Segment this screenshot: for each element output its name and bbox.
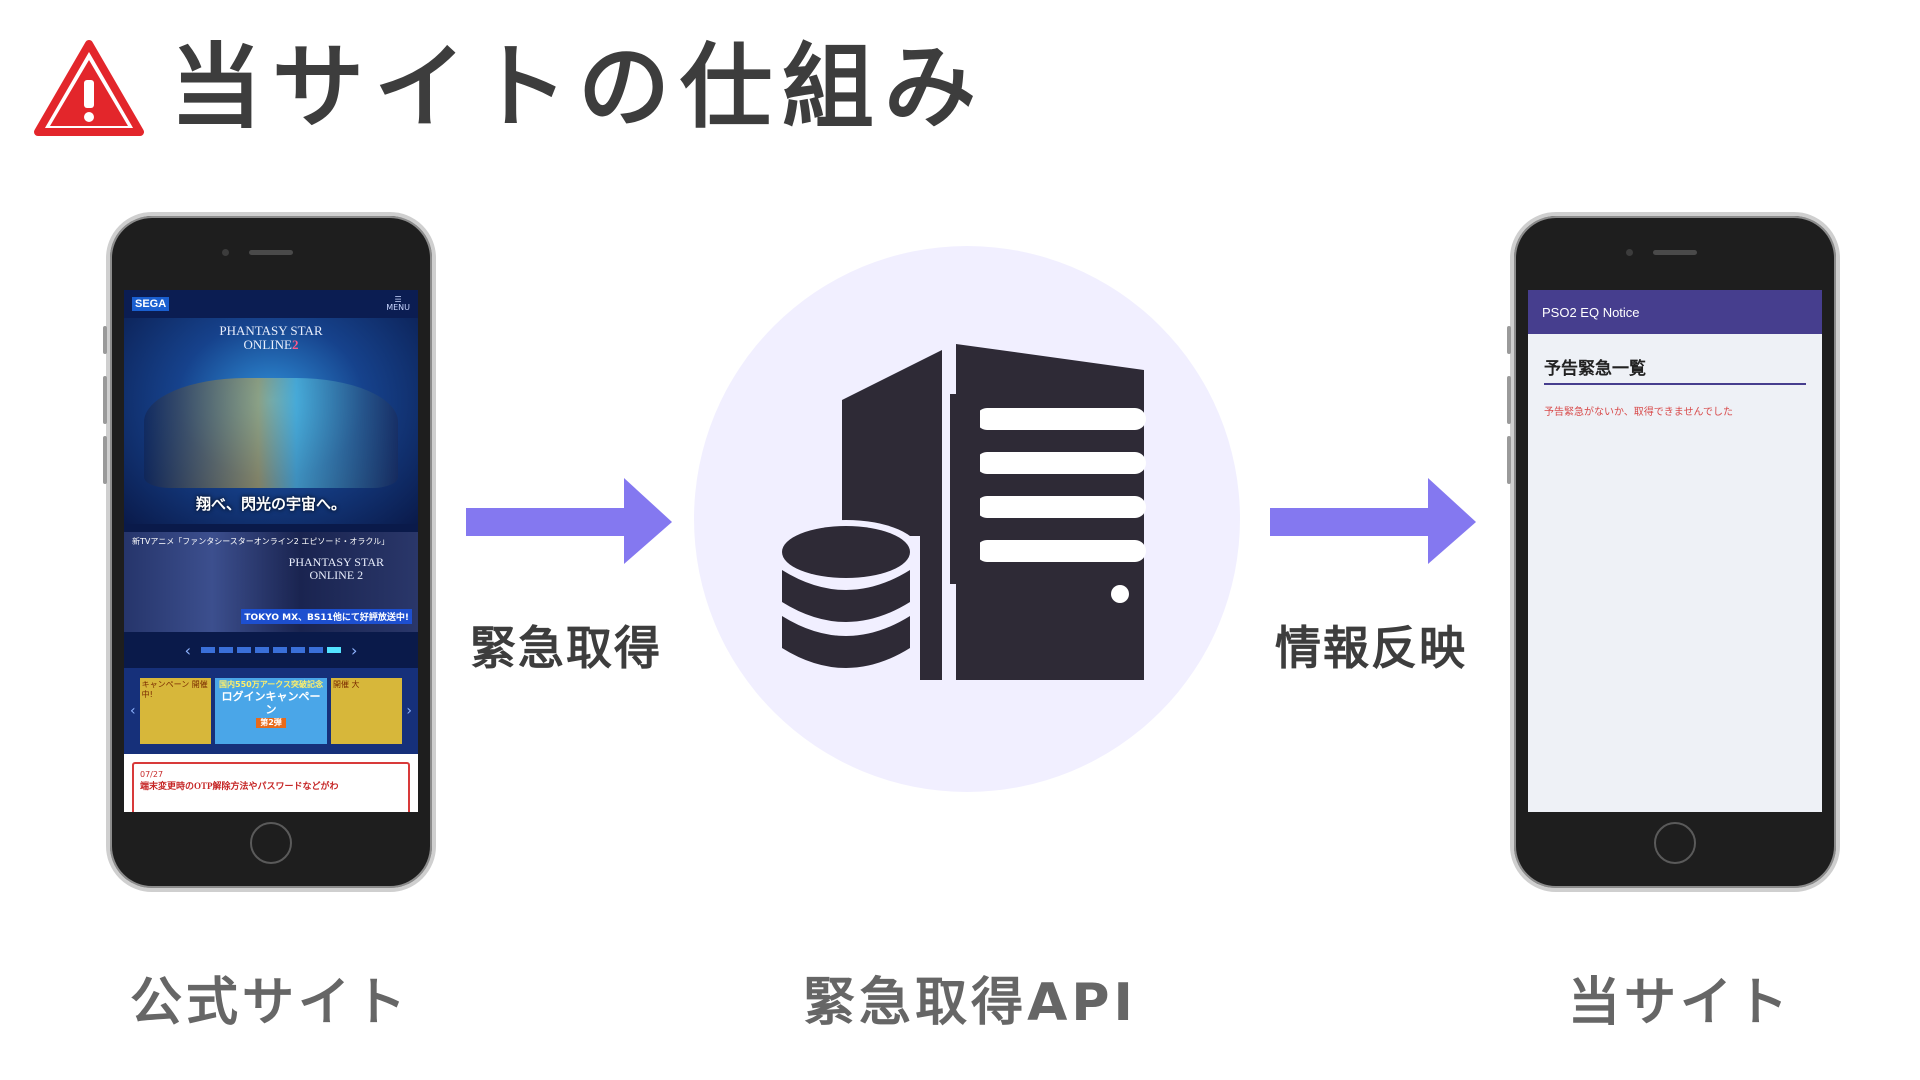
carousel-dot-active (327, 647, 341, 653)
carousel-dot (309, 647, 323, 653)
chevron-right-icon: › (351, 640, 358, 660)
campaign-main-badge: 第2弾 (256, 717, 286, 728)
news-item: 07/27 端末変更時のOTP解除方法やパスワードなどがわ (132, 762, 410, 812)
app-bar: PSO2 EQ Notice (1528, 290, 1822, 334)
hero-slogan: 翔べ、閃光の宇宙へ。 (195, 497, 346, 513)
game-logo-number: 2 (291, 337, 299, 353)
phone-speaker (1653, 250, 1697, 255)
carousel-dot (273, 647, 287, 653)
server-database-icon (780, 344, 1146, 686)
campaign-card: 開催 大 (330, 678, 403, 744)
chevron-right-icon: › (406, 703, 412, 719)
reflect-label: 情報反映 (1275, 621, 1467, 675)
carousel-dot (255, 647, 269, 653)
app-heading: 予告緊急一覧 (1544, 354, 1806, 385)
carousel-dot (219, 647, 233, 653)
page-title: 当サイトの仕組み (170, 34, 987, 141)
official-site-screen: SEGA ☰MENU PHANTASY STAR ONLINE2 翔べ、閃光の宇… (124, 290, 418, 812)
chevron-left-icon: ‹ (184, 640, 191, 660)
campaign-main-top: 国内550万アークス突破記念 (219, 680, 323, 689)
campaign-card-main: 国内550万アークス突破記念 ログインキャンペーン 第2弾 (215, 678, 327, 744)
phone-volume-down (103, 436, 107, 484)
news-date: 07/27 (140, 770, 164, 779)
warning-icon (34, 40, 144, 136)
campaign-card: キャンペーン 開催中! (139, 678, 212, 744)
carousel-controls: ‹ › (124, 632, 418, 668)
arrow-right-icon (1270, 478, 1476, 564)
carousel-dot (201, 647, 215, 653)
menu-icon: ☰MENU (386, 295, 410, 312)
game-logo: PHANTASY STAR ONLINE2 (124, 323, 418, 353)
phone-side-button (1507, 326, 1511, 354)
fetch-label: 緊急取得 (470, 621, 662, 675)
caption-api: 緊急取得API (803, 973, 1137, 1033)
arrow-right-icon (466, 478, 672, 564)
phone-speaker (249, 250, 293, 255)
official-site-phone: SEGA ☰MENU PHANTASY STAR ONLINE2 翔べ、閃光の宇… (103, 212, 436, 892)
hero-image: PHANTASY STAR ONLINE2 翔べ、閃光の宇宙へ。 (124, 318, 418, 524)
carousel-dot (291, 647, 305, 653)
phone-volume-up (1507, 376, 1511, 424)
campaign-strip: ‹ キャンペーン 開催中! 国内550万アークス突破記念 ログインキャンペーン … (124, 668, 418, 754)
hero-characters (144, 378, 398, 488)
news-text: 端末変更時のOTP解除方法やパスワードなどがわ (140, 781, 339, 791)
banner-air-info: TOKYO MX、BS11他にて好評放送中! (241, 609, 412, 624)
phone-volume-down (1507, 436, 1511, 484)
chevron-left-icon: ‹ (130, 703, 136, 719)
menu-label: MENU (386, 303, 410, 312)
phone-side-button (103, 326, 107, 354)
carousel-dot (237, 647, 251, 653)
caption-official-site: 公式サイト (129, 973, 410, 1033)
anime-banner: 新TVアニメ「ファンタシースターオンライン2 エピソード・オラクル」 PHANT… (124, 532, 418, 632)
carousel-dots (201, 647, 341, 653)
phone-volume-up (103, 376, 107, 424)
campaign-main-title: ログインキャンペーン (221, 689, 321, 716)
phone-camera (1626, 249, 1633, 256)
app-screen: PSO2 EQ Notice 予告緊急一覧 予告緊急がないか、取得できませんでし… (1528, 290, 1822, 812)
sega-logo: SEGA (132, 297, 170, 311)
app-empty-message: 予告緊急がないか、取得できませんでした (1544, 407, 1733, 418)
site-header: SEGA ☰MENU (124, 290, 418, 318)
home-button (1654, 822, 1696, 864)
game-logo-line1: PHANTASY STAR (219, 323, 323, 338)
title-row: 当サイトの仕組み (34, 38, 986, 138)
banner-caption: 新TVアニメ「ファンタシースターオンライン2 エピソード・オラクル」 (132, 537, 390, 546)
banner-logo: PHANTASY STAR ONLINE 2 (288, 555, 384, 583)
home-button (250, 822, 292, 864)
banner-logo-line1: PHANTASY STAR (288, 555, 384, 569)
this-site-phone: PSO2 EQ Notice 予告緊急一覧 予告緊急がないか、取得できませんでし… (1507, 212, 1840, 892)
game-logo-line2: ONLINE (243, 337, 292, 353)
news-section: 07/27 端末変更時のOTP解除方法やパスワードなどがわ (124, 754, 418, 812)
phone-camera (222, 249, 229, 256)
banner-logo-line2: ONLINE 2 (309, 568, 364, 583)
caption-this-site: 当サイト (1567, 973, 1792, 1033)
